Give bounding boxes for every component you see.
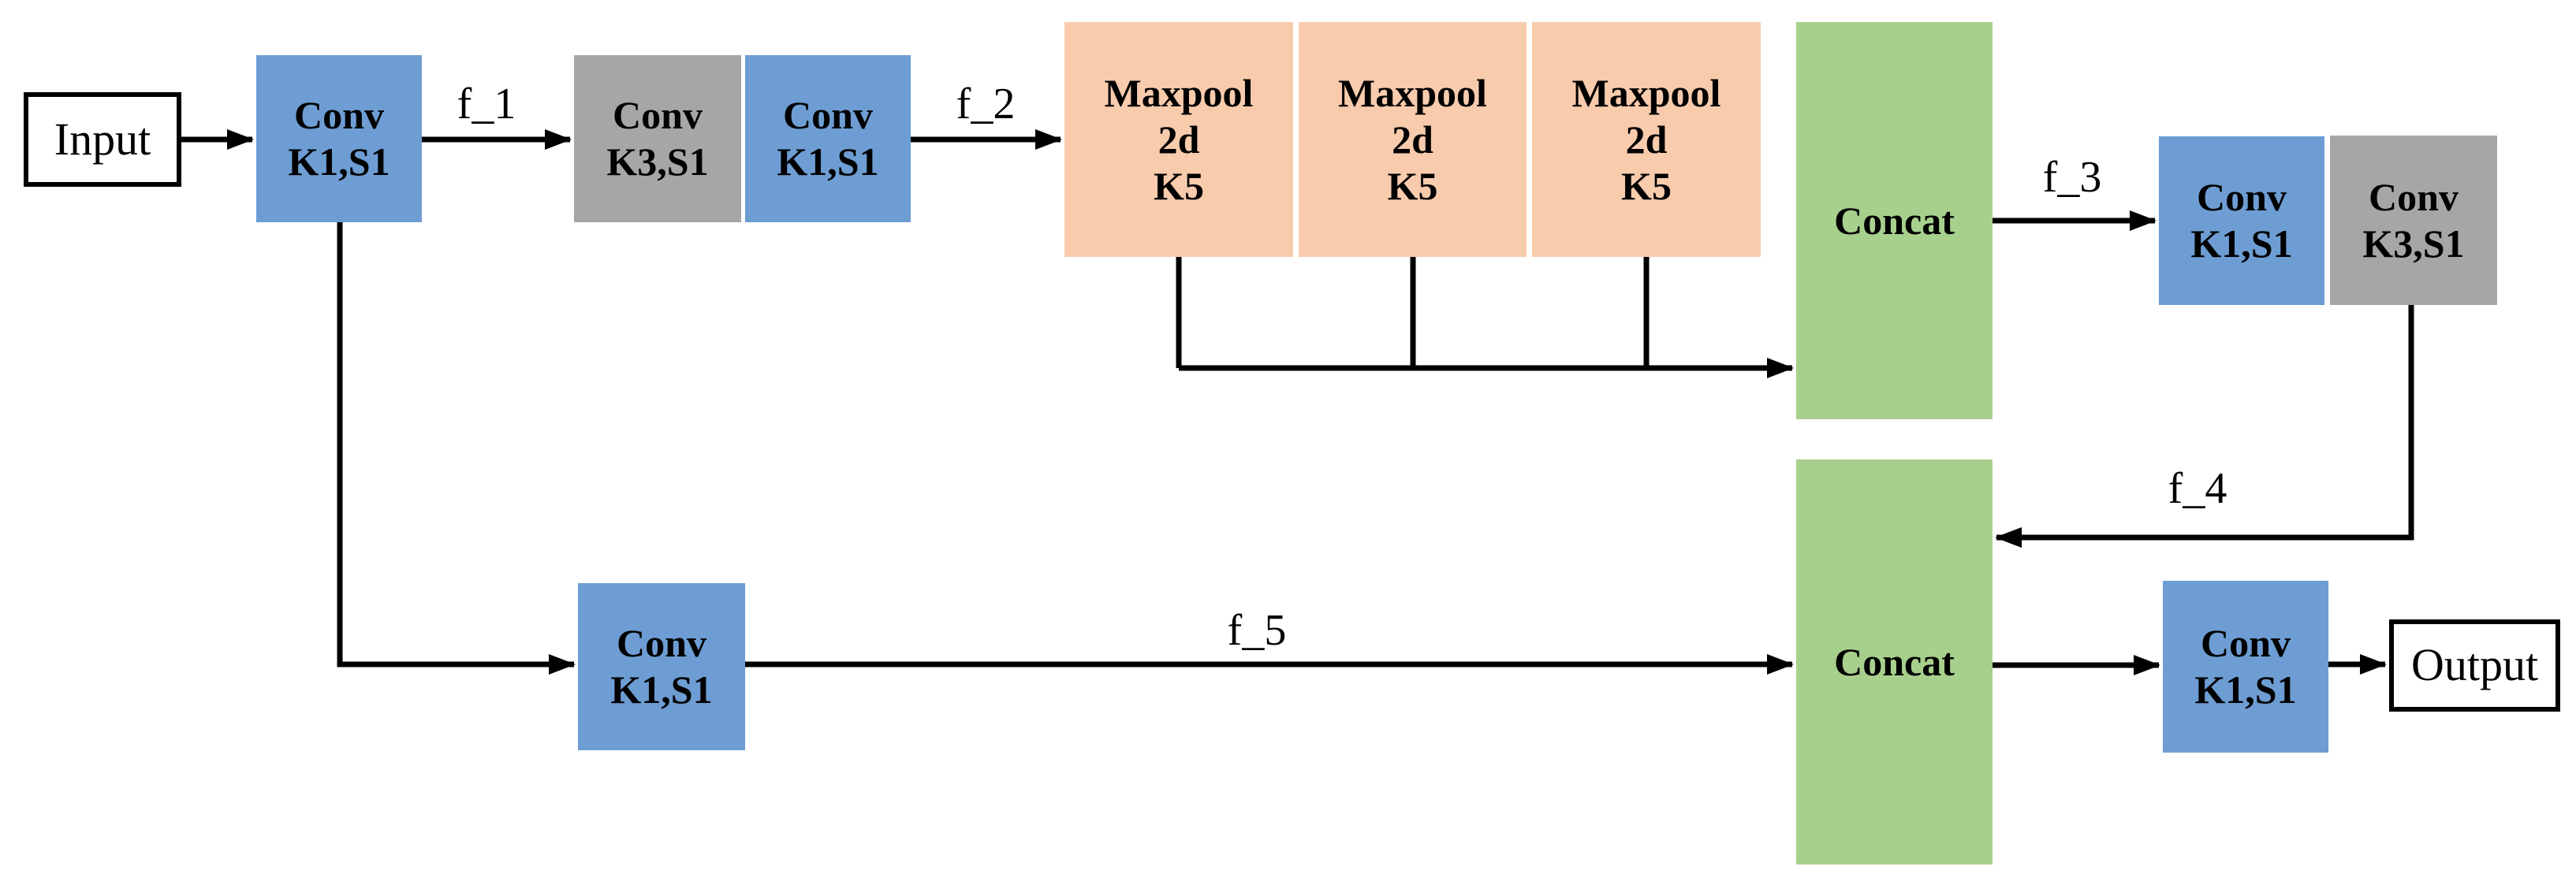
- conv-k1s1-block-3-label-line-2: K1,S1: [2190, 221, 2293, 266]
- concat-block-1: Concat: [1796, 22, 1993, 419]
- label-f-4: f_4: [2168, 464, 2227, 513]
- maxpool-2d-k5-block-3-label-line-3: K5: [1621, 163, 1672, 208]
- skip-branch-arrow: [337, 222, 576, 675]
- conv-k1s1-block-5-label-line-2: K1,S1: [2194, 667, 2297, 712]
- conv-k3s1-block-1-label-line-1: Conv: [613, 93, 703, 137]
- maxpool-2d-k5-block-1-label-line-3: K5: [1154, 163, 1204, 208]
- maxpool-2d-k5-block-3-label-line-2: 2d: [1625, 117, 1668, 162]
- concat-block-1-label-line-1: Concat: [1834, 198, 1955, 243]
- label-f-3: f_3: [2043, 153, 2102, 202]
- output-box-label-line-1: Output: [2410, 639, 2539, 691]
- maxpool-2d-k5-block-2-label-line-1: Maxpool: [1338, 70, 1487, 115]
- conv-k1s1-block-3-label-line-1: Conv: [2197, 175, 2287, 219]
- maxpool-2d-k5-block-3-label-line-1: Maxpool: [1571, 70, 1721, 115]
- input-box-label-line-1: Input: [54, 113, 151, 165]
- conv-k1s1-block-4-label-line-1: Conv: [617, 621, 706, 665]
- conv-k1s1-block-5-label-line-1: Conv: [2201, 621, 2291, 665]
- conv-k1s1-block-1-label-line-1: Conv: [294, 93, 384, 137]
- conv-k3s1-block-2-label-line-2: K3,S1: [2362, 221, 2465, 266]
- f4-arrow: [1995, 305, 2414, 548]
- maxpool-2d-k5-block-1-label-line-1: Maxpool: [1104, 70, 1254, 115]
- conv-k1s1-block-2-label-line-2: K1,S1: [777, 139, 879, 184]
- conv-k1s1-block-1-label-line-2: K1,S1: [288, 139, 390, 184]
- maxpool-2d-k5-block-2-label-line-3: K5: [1387, 163, 1438, 208]
- concat-block-2-label-line-1: Concat: [1834, 639, 1955, 684]
- concat-block-2: Concat: [1796, 459, 1993, 865]
- conv-k1s1-block-2-label-line-1: Conv: [783, 93, 873, 137]
- label-f-2: f_2: [956, 80, 1016, 128]
- label-f-1: f_1: [457, 80, 516, 128]
- maxpool-2d-k5-block-2-label-line-2: 2d: [1392, 117, 1433, 162]
- conv-k3s1-block-2-label-line-1: Conv: [2369, 174, 2459, 219]
- maxpool-2d-k5-block-1-label-line-2: 2d: [1158, 117, 1200, 162]
- input-box: Input: [24, 92, 181, 187]
- conv-k1s1-block-4-label-line-2: K1,S1: [610, 667, 713, 712]
- conv-k3s1-block-1-label-line-2: K3,S1: [606, 139, 709, 184]
- label-f-5: f_5: [1228, 606, 1287, 655]
- output-box: Output: [2389, 619, 2560, 712]
